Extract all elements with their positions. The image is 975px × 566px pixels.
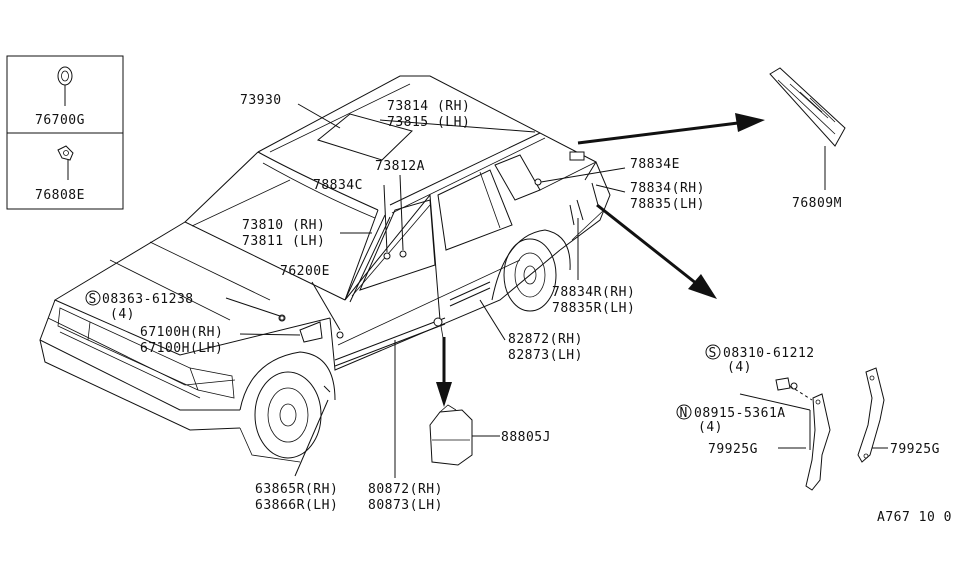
label-80873: 80873(LH)	[368, 498, 443, 513]
label-63865r: 63865R(RH)	[255, 482, 338, 497]
label-08363-qty: (4)	[110, 307, 135, 322]
inset-part-76808e: 76808E	[35, 188, 85, 203]
nut-symbol: N	[680, 406, 688, 421]
label-88805j: 88805J	[501, 430, 551, 445]
inset-box: 76700G 76808E	[6, 55, 124, 210]
label-73812a: 73812A	[375, 159, 425, 174]
label-73810: 73810 (RH)	[242, 218, 325, 233]
leader-lines	[225, 103, 888, 478]
label-08310-qty: (4)	[727, 360, 752, 375]
label-67100h-lh: 67100H(LH)	[140, 341, 223, 356]
label-73930: 73930	[240, 93, 282, 108]
screw-symbol-circle	[85, 290, 101, 306]
screw-symbol-circle-2	[705, 344, 721, 360]
label-08363-61238: 08363-61238	[102, 292, 194, 307]
screw-fastener-icon	[279, 315, 285, 321]
label-08915-qty: (4)	[698, 420, 723, 435]
label-80872: 80872(RH)	[368, 482, 443, 497]
label-78834c: 78834C	[313, 178, 363, 193]
label-78834r: 78834R(RH)	[552, 285, 635, 300]
clip-76808e-icon	[57, 145, 74, 180]
nut-symbol-circle	[676, 404, 692, 420]
clip-76700g-icon	[57, 66, 73, 106]
label-63866r: 63866R(LH)	[255, 498, 338, 513]
label-76809m: 76809M	[792, 196, 842, 211]
direction-arrows	[436, 113, 765, 407]
label-79925g-right: 79925G	[890, 442, 940, 457]
car-body-drawing	[39, 75, 611, 463]
inset-part-76700g: 76700G	[35, 113, 85, 128]
screw-symbol-2: S	[709, 346, 717, 361]
label-78834-rh: 78834(RH)	[630, 181, 705, 196]
tank-88805j-icon	[429, 404, 473, 466]
label-08310-61212: 08310-61212	[723, 346, 815, 361]
screw-symbol-1: S	[89, 292, 97, 307]
label-67100h-rh: 67100H(RH)	[140, 325, 223, 340]
label-78835r: 78835R(LH)	[552, 301, 635, 316]
label-82872: 82872(RH)	[508, 332, 583, 347]
label-78834e: 78834E	[630, 157, 680, 172]
nut-fastener-icon	[775, 377, 813, 401]
diagram-id: A767 10 0	[877, 510, 952, 525]
label-08915-5361a: 08915-5361A	[694, 406, 786, 421]
label-79925g-left: 79925G	[708, 442, 758, 457]
bracket-79925g-icon	[805, 367, 885, 491]
label-73815: 73815 (LH)	[387, 115, 470, 130]
label-73814: 73814 (RH)	[387, 99, 470, 114]
label-82873: 82873(LH)	[508, 348, 583, 363]
label-73811: 73811 (LH)	[242, 234, 325, 249]
label-78835-lh: 78835(LH)	[630, 197, 705, 212]
guard-76809m-icon	[769, 67, 846, 147]
label-76200e: 76200E	[280, 264, 330, 279]
